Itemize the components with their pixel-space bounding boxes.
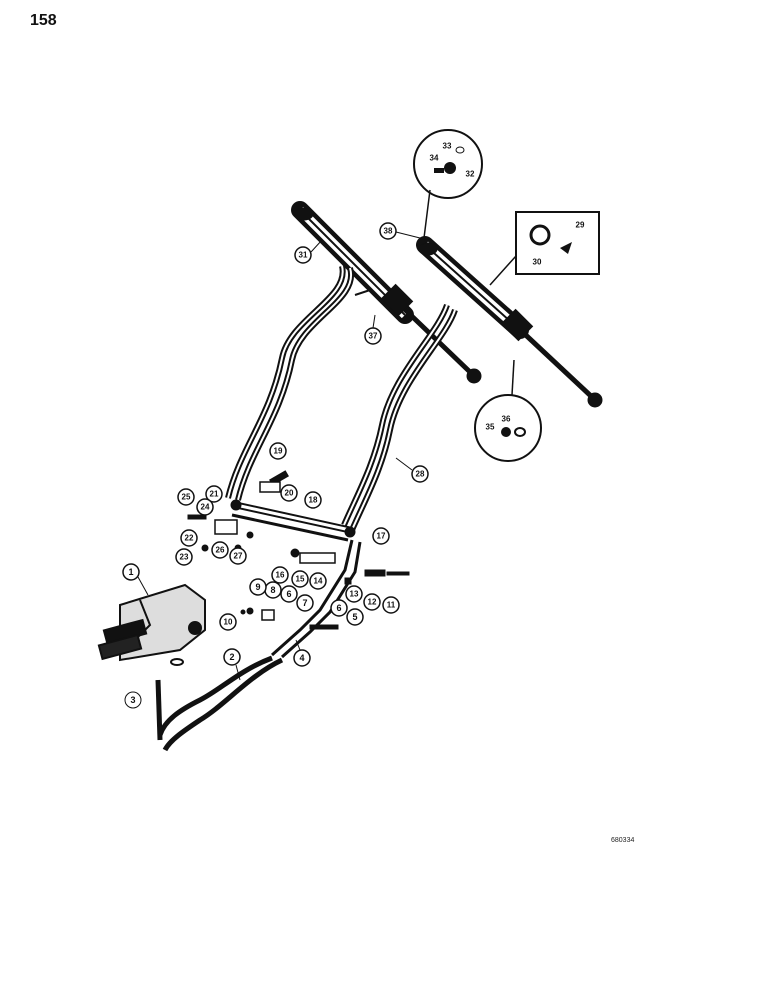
svg-text:1: 1	[128, 567, 133, 577]
left-hose-pair	[225, 265, 355, 501]
svg-text:6: 6	[286, 589, 291, 599]
grease-fitting-inset-bottom	[474, 359, 542, 462]
svg-text:18: 18	[309, 496, 318, 505]
callout-30: 30	[533, 258, 542, 267]
callout-27: 27	[229, 547, 247, 565]
callout-5: 5	[346, 608, 364, 626]
svg-text:25: 25	[182, 493, 191, 502]
svg-text:23: 23	[180, 553, 189, 562]
callout-11: 11	[382, 596, 400, 614]
svg-text:20: 20	[285, 489, 294, 498]
callout-35: 35	[486, 423, 495, 432]
callout-10: 10	[219, 613, 237, 631]
callout-32: 32	[466, 170, 475, 179]
tube-lines	[271, 539, 362, 659]
callout-12: 12	[363, 593, 381, 611]
svg-text:29: 29	[576, 221, 585, 230]
svg-text:11: 11	[387, 601, 396, 610]
svg-text:16: 16	[276, 571, 285, 580]
svg-text:8: 8	[270, 585, 275, 595]
svg-text:17: 17	[377, 532, 386, 541]
clamp-inset-box	[489, 211, 600, 286]
right-hose-pair-inner	[343, 304, 456, 531]
svg-text:33: 33	[443, 142, 452, 151]
callout-26: 26	[211, 541, 229, 559]
svg-text:38: 38	[384, 227, 393, 236]
callout-19: 19	[269, 442, 287, 460]
pivot-pin	[354, 288, 395, 301]
right-lift-cylinder	[416, 236, 603, 408]
svg-text:10: 10	[224, 618, 233, 627]
callout-3: 3	[124, 691, 142, 709]
svg-text:28: 28	[416, 470, 425, 479]
callout-4: 4	[293, 639, 311, 667]
supply-hoses	[155, 655, 284, 752]
svg-text:19: 19	[274, 447, 283, 456]
callout-36: 36	[502, 415, 511, 424]
svg-text:36: 36	[502, 415, 511, 424]
page-number: 158	[30, 12, 57, 29]
svg-text:27: 27	[234, 552, 243, 561]
callout-6a: 6	[280, 585, 298, 603]
svg-text:4: 4	[299, 653, 304, 663]
callout-34: 34	[430, 154, 439, 163]
callout-18: 18	[304, 491, 322, 509]
svg-text:15: 15	[296, 575, 305, 584]
control-valve	[97, 583, 206, 666]
svg-text:31: 31	[299, 251, 308, 260]
callout-38: 38	[379, 222, 421, 240]
callout-25: 25	[177, 488, 195, 506]
callout-17: 17	[372, 527, 390, 545]
callout-21: 21	[205, 485, 223, 503]
svg-text:7: 7	[302, 598, 307, 608]
callout-23: 23	[175, 548, 193, 566]
svg-text:21: 21	[210, 490, 219, 499]
callout-1: 1	[122, 563, 149, 596]
callout-16: 16	[271, 566, 289, 584]
callout-8: 8	[264, 581, 282, 599]
grease-fitting-inset-top	[413, 129, 483, 239]
callout-6b: 6	[330, 599, 348, 617]
callout-13: 13	[345, 585, 363, 603]
callout-2: 2	[223, 648, 241, 681]
svg-text:12: 12	[368, 598, 377, 607]
callout-15: 15	[291, 570, 309, 588]
svg-text:34: 34	[430, 154, 439, 163]
left-hose-pair-inner	[227, 265, 353, 501]
callout-7: 7	[296, 594, 314, 612]
svg-text:3: 3	[130, 695, 135, 705]
callout-24: 24	[196, 498, 214, 516]
callout-37: 37	[364, 314, 382, 345]
svg-text:2: 2	[229, 652, 234, 662]
callout-31: 31	[294, 239, 323, 264]
svg-text:6: 6	[336, 603, 341, 613]
callout-14: 14	[309, 572, 327, 590]
callout-33: 33	[443, 142, 452, 151]
callout-20: 20	[280, 484, 298, 502]
mounting-hardware	[187, 470, 410, 630]
reference-code: 680334	[611, 837, 635, 844]
svg-text:37: 37	[369, 332, 378, 341]
cross-tube	[230, 499, 356, 542]
svg-text:22: 22	[185, 534, 194, 543]
svg-text:5: 5	[352, 612, 357, 622]
callout-28: 28	[395, 457, 429, 483]
svg-text:26: 26	[216, 546, 225, 555]
svg-text:30: 30	[533, 258, 542, 267]
svg-text:9: 9	[255, 582, 260, 592]
svg-text:32: 32	[466, 170, 475, 179]
callout-22: 22	[180, 529, 198, 547]
svg-text:24: 24	[201, 503, 210, 512]
svg-text:14: 14	[314, 577, 323, 586]
callout-9: 9	[249, 578, 267, 596]
svg-text:35: 35	[486, 423, 495, 432]
svg-text:13: 13	[350, 590, 359, 599]
callout-29: 29	[576, 221, 585, 230]
